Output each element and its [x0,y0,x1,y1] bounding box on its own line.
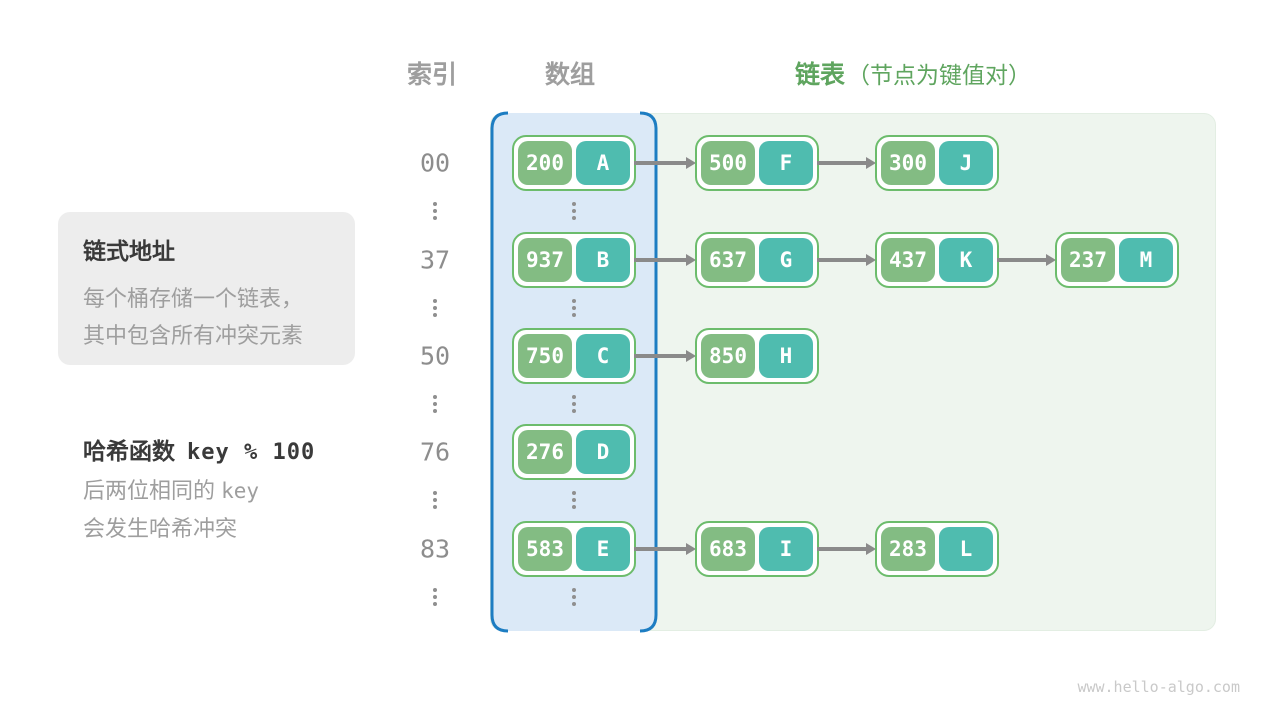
value-cell: I [759,527,813,571]
info-box-line-2: 其中包含所有冲突元素 [83,323,304,348]
watermark: www.hello-algo.com [1077,678,1240,696]
hash-function-label: 哈希函数 [83,438,175,464]
chaining-info-box: 链式地址 每个桶存储一个链表， 其中包含所有冲突元素 [58,212,355,365]
key-cell: 300 [881,141,935,185]
hash-note-code: key [221,479,260,503]
hash-function-title: 哈希函数 key % 100 [83,432,315,466]
index-label: 50 [419,341,451,371]
value-cell: J [939,141,993,185]
right-arrow-icon [817,543,876,555]
vertical-ellipsis-icon [572,202,576,220]
value-cell: M [1119,238,1173,282]
header-array: 数组 [544,61,596,89]
key-cell: 276 [518,430,572,474]
hash-note-text: 后两位相同的 [83,478,216,503]
right-arrow-icon [817,157,876,169]
vertical-ellipsis-icon [572,395,576,413]
key-cell: 237 [1061,238,1115,282]
value-cell: B [576,238,630,282]
header-list-note: （节点为键值对） [847,62,1032,88]
vertical-ellipsis-icon [572,299,576,317]
info-box-line-1: 每个桶存储一个链表， [83,286,304,311]
key-cell: 200 [518,141,572,185]
vertical-ellipsis-icon [433,588,437,606]
vertical-ellipsis-icon [433,491,437,509]
key-cell: 937 [518,238,572,282]
value-cell: D [576,430,630,474]
hash-note-line-2: 会发生哈希冲突 [83,516,238,541]
key-cell: 283 [881,527,935,571]
key-cell: 583 [518,527,572,571]
key-cell: 637 [701,238,755,282]
vertical-ellipsis-icon [433,202,437,220]
array-bracket-right-icon [639,111,658,633]
info-box-title: 链式地址 [83,238,175,264]
value-cell: E [576,527,630,571]
right-arrow-icon [634,157,696,169]
value-cell: K [939,238,993,282]
key-cell: 850 [701,334,755,378]
key-cell: 750 [518,334,572,378]
right-arrow-icon [817,254,876,266]
vertical-ellipsis-icon [572,588,576,606]
index-label: 00 [419,148,451,178]
vertical-ellipsis-icon [433,299,437,317]
key-cell: 683 [701,527,755,571]
index-label: 76 [419,437,451,467]
vertical-ellipsis-icon [572,491,576,509]
right-arrow-icon [634,350,696,362]
index-label: 83 [419,534,451,564]
vertical-ellipsis-icon [433,395,437,413]
header-index: 索引 [406,61,458,89]
value-cell: G [759,238,813,282]
value-cell: F [759,141,813,185]
array-bracket-left-icon [490,111,509,633]
key-cell: 500 [701,141,755,185]
hash-function-formula: key % 100 [187,440,316,465]
header-list: 链表（节点为键值对） [795,55,1031,91]
value-cell: H [759,334,813,378]
hash-note-line-1: 后两位相同的 key [83,472,315,510]
key-cell: 437 [881,238,935,282]
right-arrow-icon [634,254,696,266]
hash-function-note: 哈希函数 key % 100 后两位相同的 key 会发生哈希冲突 [83,432,315,547]
index-label: 37 [419,245,451,275]
right-arrow-icon [997,254,1056,266]
value-cell: L [939,527,993,571]
value-cell: A [576,141,630,185]
value-cell: C [576,334,630,378]
header-list-title: 链表 [795,61,846,89]
right-arrow-icon [634,543,696,555]
